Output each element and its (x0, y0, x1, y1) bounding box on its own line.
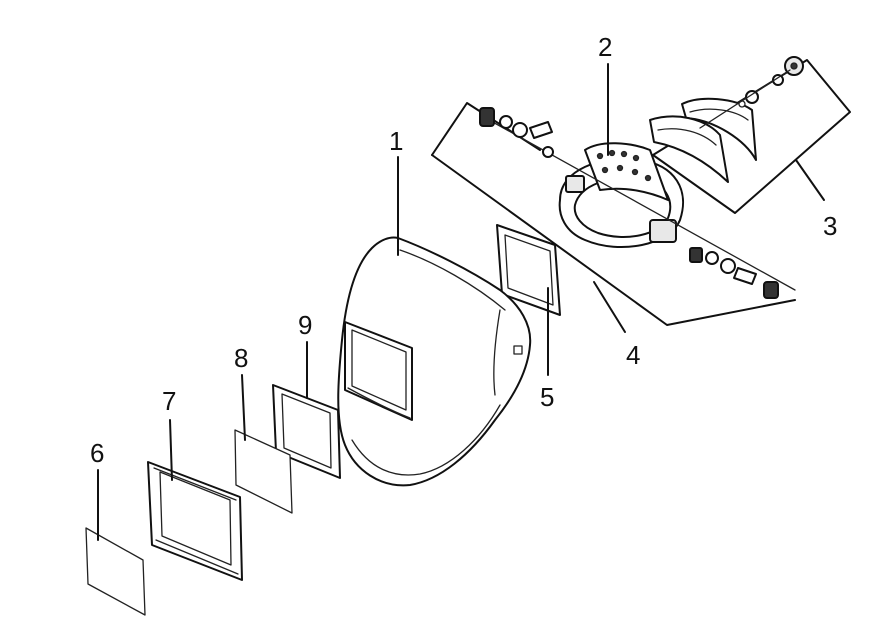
outer-frame-part-7 (147, 461, 243, 581)
callout-2: 2 (598, 32, 612, 62)
callout-4: 4 (626, 340, 640, 370)
callout-6: 6 (90, 438, 104, 468)
callout-8: 8 (234, 343, 248, 373)
side-hardware-part-4 (479, 107, 779, 299)
sweatband-parts (649, 56, 804, 183)
leader-lines (97, 63, 825, 541)
callout-labels: 1 2 3 4 5 6 7 8 9 (90, 32, 837, 468)
callout-5: 5 (540, 382, 554, 412)
inner-frame-part-5 (496, 224, 561, 316)
callout-9: 9 (298, 310, 312, 340)
callout-3: 3 (823, 211, 837, 241)
helmet-shell-part-1 (337, 236, 532, 487)
headgear-part-2 (479, 114, 796, 291)
cover-lens-part-8 (234, 429, 293, 514)
callout-7: 7 (162, 386, 176, 416)
outer-cover-part-6 (85, 527, 146, 616)
callout-1: 1 (389, 126, 403, 156)
